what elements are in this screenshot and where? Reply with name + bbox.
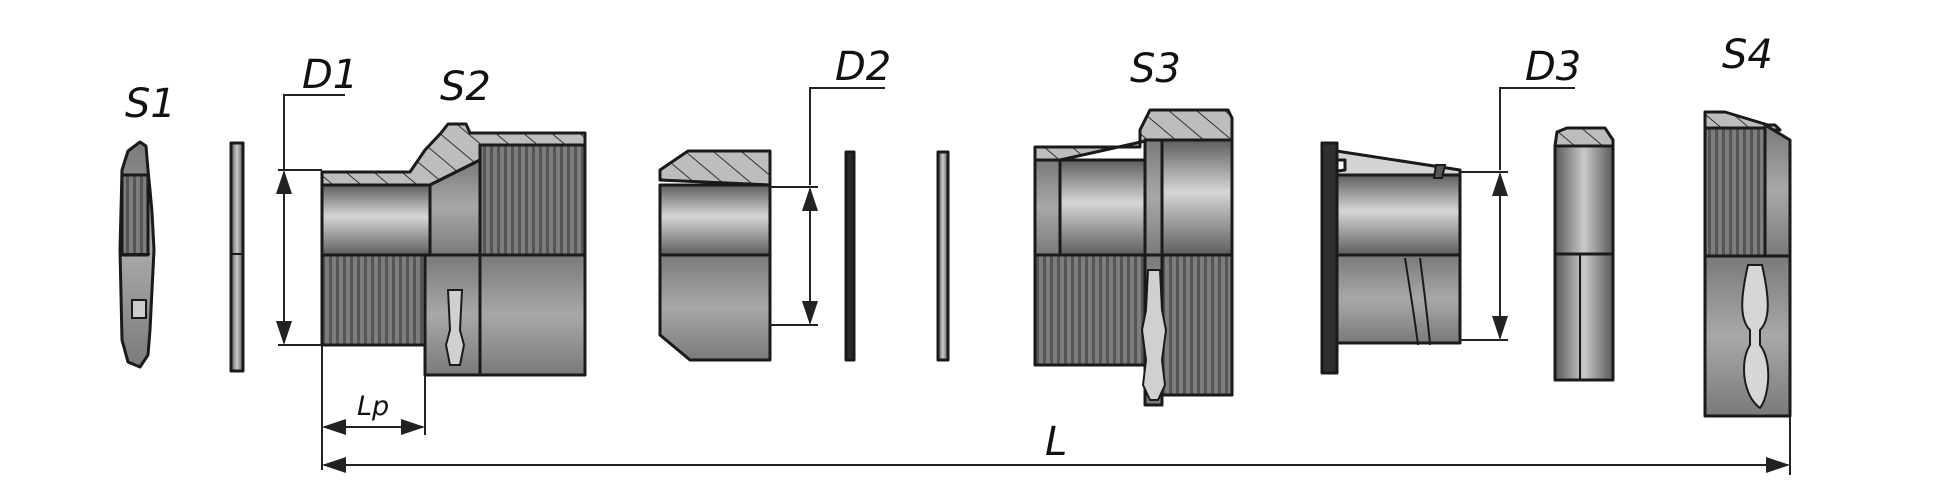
part-d2-nut xyxy=(658,149,772,362)
label-d3: D3 xyxy=(1525,44,1581,90)
dimension-lp xyxy=(321,345,426,470)
part-s2-body xyxy=(320,122,587,377)
label-l: L xyxy=(1045,419,1067,465)
label-d2: D2 xyxy=(835,44,891,90)
dimension-d2 xyxy=(770,87,885,326)
part-washer-1 xyxy=(229,141,245,373)
part-s4-side-nut xyxy=(1553,126,1615,382)
label-lp: Lp xyxy=(357,391,389,422)
label-s4: S4 xyxy=(1722,32,1773,78)
label-s2: S2 xyxy=(440,64,491,110)
part-washer-2 xyxy=(844,150,856,362)
label-s1: S1 xyxy=(125,81,176,127)
part-s4-cap xyxy=(1703,110,1792,418)
dimension-d1 xyxy=(276,94,345,346)
part-s3-coupling xyxy=(1033,108,1234,407)
dimension-d3 xyxy=(1460,87,1575,341)
dimension-l xyxy=(322,416,1791,475)
part-s1-seal xyxy=(118,140,156,369)
label-s3: S3 xyxy=(1130,46,1181,92)
part-washer-3 xyxy=(936,150,950,362)
label-d1: D1 xyxy=(302,52,358,98)
part-d3-insert xyxy=(1320,141,1462,375)
